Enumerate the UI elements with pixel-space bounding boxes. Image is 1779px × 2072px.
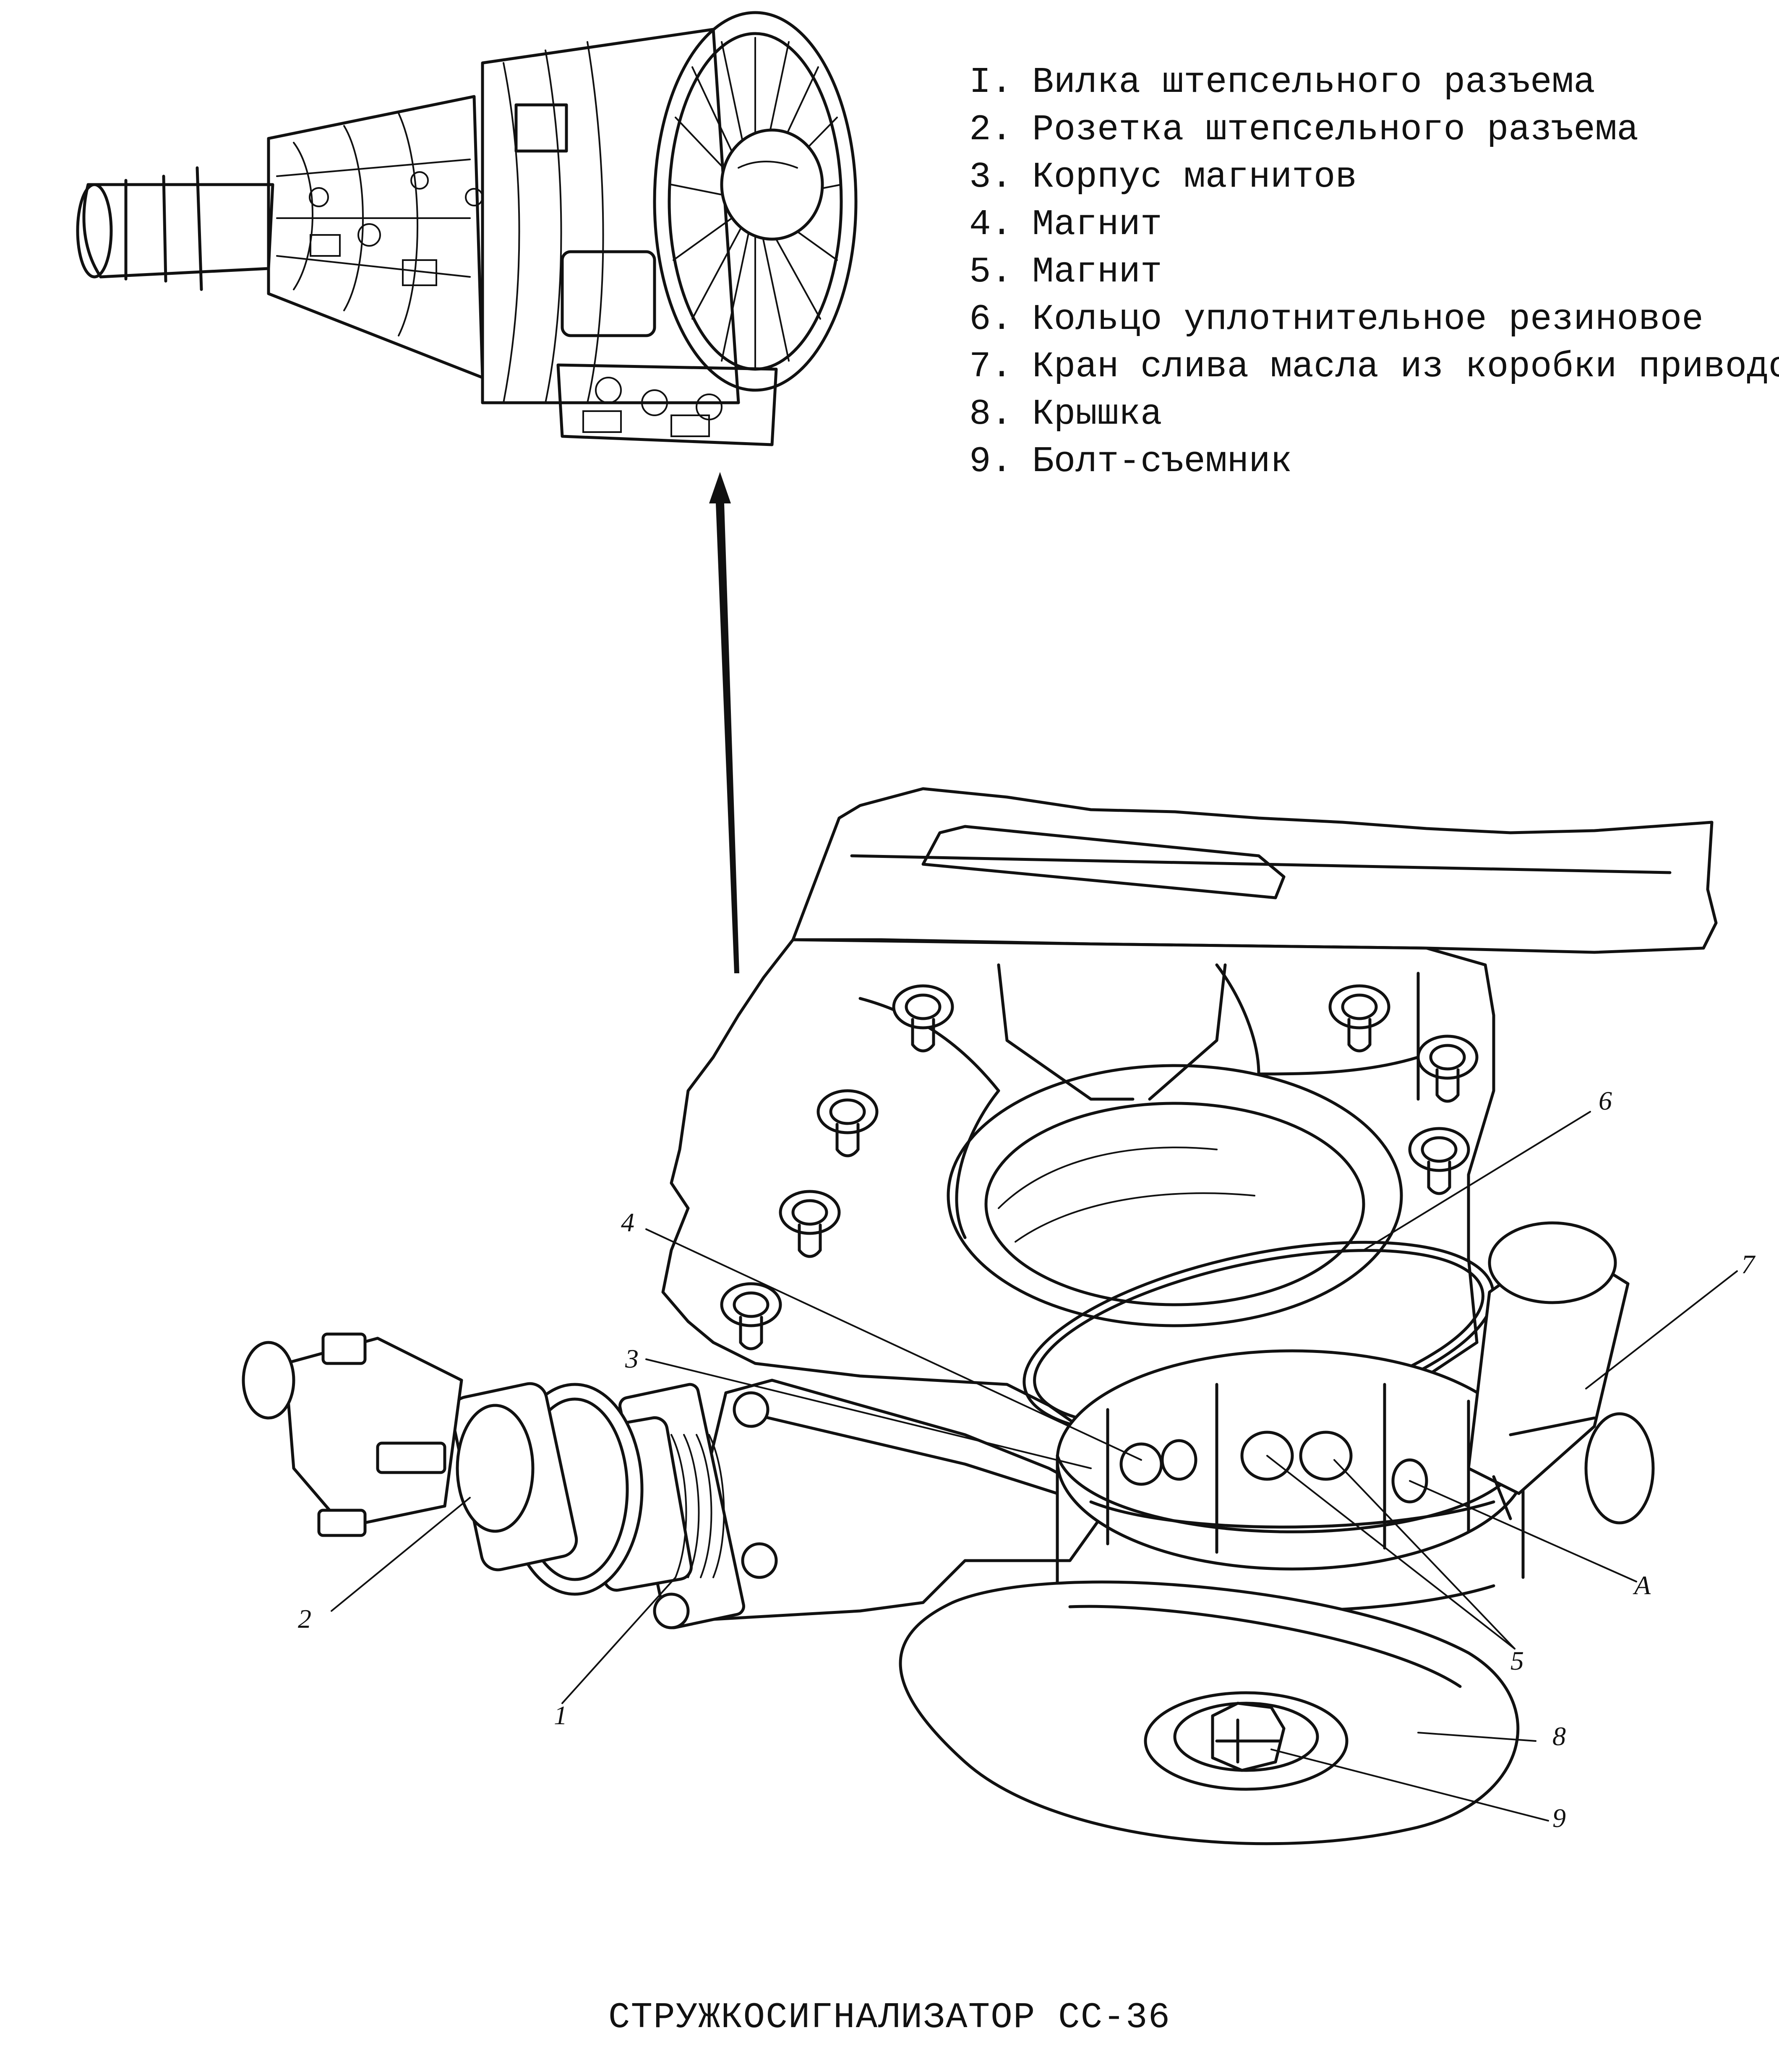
drain-cock — [1467, 1221, 1655, 1525]
legend-text: Корпус магнитов — [1032, 156, 1357, 198]
legend-number: 7. — [969, 346, 1013, 387]
legend-number: 5. — [969, 251, 1013, 292]
legend-item: I. Вилка штепсельного разъема — [969, 59, 1779, 106]
legend-number: 2. — [969, 109, 1013, 150]
legend-item: 5. Магнит — [969, 248, 1779, 296]
legend-number: 4. — [969, 204, 1013, 245]
stud-nuts — [720, 984, 1479, 1350]
legend-number: 3. — [969, 156, 1013, 198]
callout-3: 3 — [625, 1344, 639, 1374]
callout-6: 6 — [1599, 1086, 1612, 1115]
callout-5: 5 — [1510, 1646, 1524, 1676]
callout-4: 4 — [621, 1207, 634, 1237]
legend-number: 9. — [969, 441, 1013, 482]
legend-item: 3. Корпус магнитов — [969, 154, 1779, 201]
leader-lines — [331, 1111, 1738, 1822]
legend-text: Крышка — [1032, 394, 1162, 435]
callout-1: 1 — [554, 1700, 567, 1730]
legend-number: I. — [969, 62, 1013, 103]
legend-text: Кольцо уплотнительное резиновое — [1032, 299, 1703, 340]
engine-overview-drawing — [76, 11, 858, 446]
parts-legend: I. Вилка штепсельного разъема 2. Розетка ш… — [969, 59, 1779, 485]
legend-item: 7. Кран слива масла из коробки приводов — [969, 343, 1779, 391]
legend-item: 8. Крышка — [969, 391, 1779, 438]
legend-item: 9. Болт-съемник — [969, 438, 1779, 485]
callout-8: 8 — [1552, 1721, 1566, 1751]
legend-item: 4. Магнит — [969, 201, 1779, 248]
legend-item: 6. Кольцо уплотнительное резиновое — [969, 296, 1779, 343]
figure-caption: СТРУЖКОСИГНАЛИЗАТОР СС-36 — [608, 1997, 1171, 2038]
legend-text: Кран слива масла из коробки приводов — [1032, 346, 1779, 387]
legend-number: 6. — [969, 299, 1013, 340]
legend-text: Болт-съемник — [1032, 441, 1292, 482]
callout-9: 9 — [1552, 1803, 1566, 1833]
pointer-arrow — [709, 472, 739, 973]
callout-A: A — [1633, 1570, 1651, 1600]
legend-text: Магнит — [1032, 204, 1162, 245]
connector-assembly — [242, 1332, 778, 1629]
legend-text: Магнит — [1032, 251, 1162, 292]
callout-labels: 1 2 3 4 5 6 7 8 9 A — [298, 1086, 1756, 1833]
legend-text: Вилка штепсельного разъема — [1032, 62, 1595, 103]
callout-7: 7 — [1741, 1249, 1756, 1279]
legend-number: 8. — [969, 394, 1013, 435]
gearbox-housing-drawing — [242, 787, 1718, 1845]
legend-item: 2. Розетка штепсельного разъема — [969, 106, 1779, 154]
callout-2: 2 — [298, 1604, 311, 1634]
legend-text: Розетка штепсельного разъема — [1032, 109, 1639, 150]
